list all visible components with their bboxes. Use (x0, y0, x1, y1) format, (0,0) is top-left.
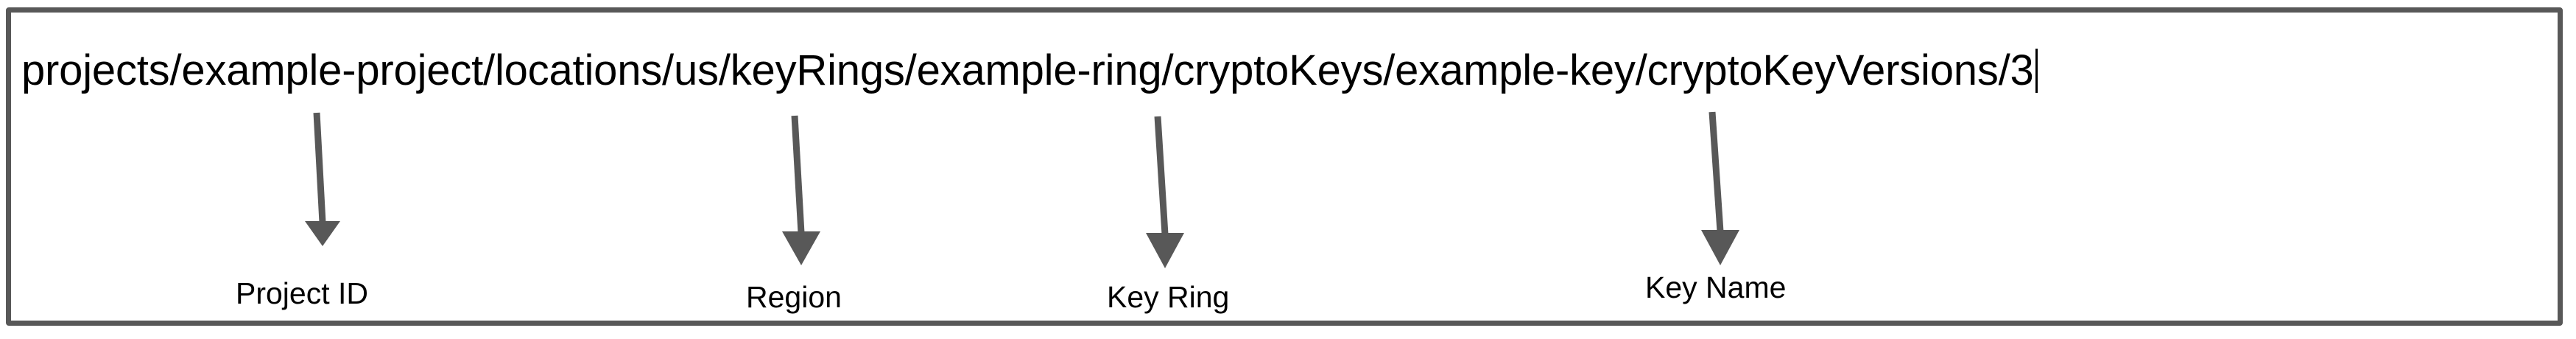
annotation-label-project-id: Project ID (236, 276, 368, 310)
resource-path-text: projects/example-project/locations/us/ke… (21, 46, 2034, 94)
resource-path-field[interactable]: projects/example-project/locations/us/ke… (21, 44, 2038, 97)
annotation-label-key-name: Key Name (1645, 270, 1787, 304)
text-caret (2035, 49, 2038, 93)
annotation-label-region: Region (746, 280, 842, 314)
figure-border (6, 7, 2563, 326)
annotation-label-key-ring: Key Ring (1107, 280, 1230, 314)
